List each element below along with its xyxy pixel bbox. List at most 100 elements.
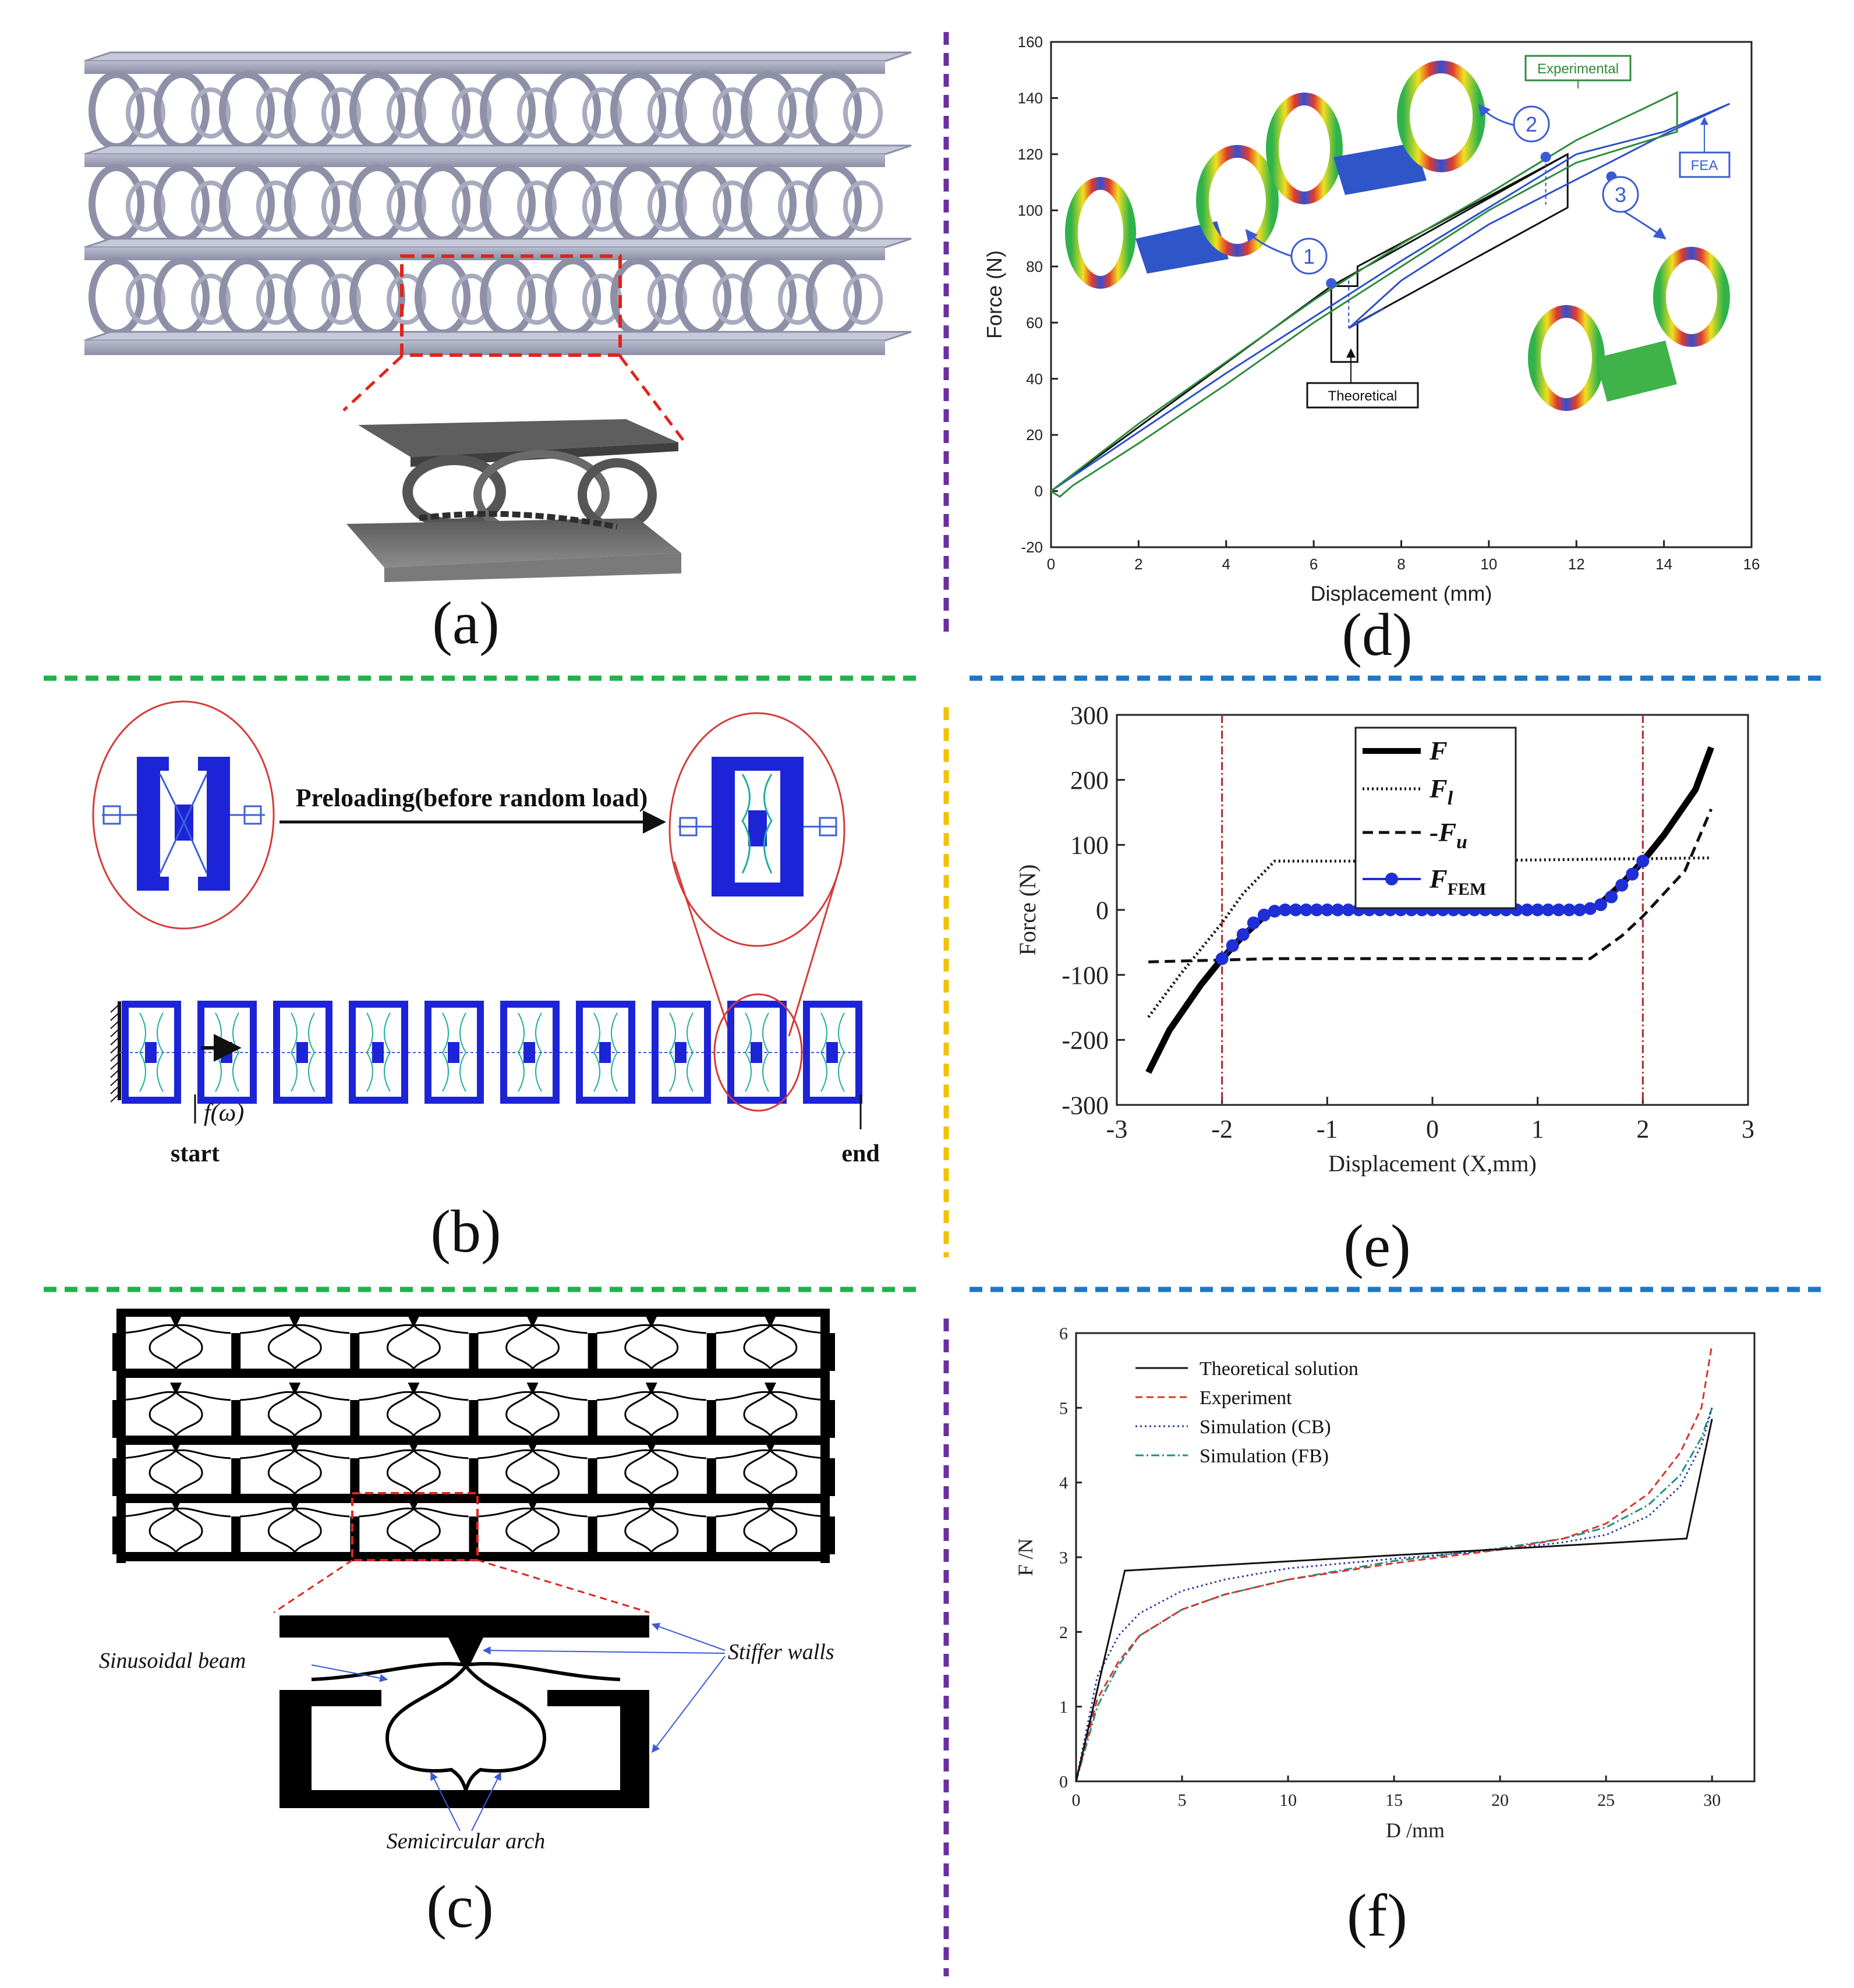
y-tick-label: -20 <box>1021 538 1043 556</box>
fem-point <box>1562 903 1576 916</box>
fem-point <box>1257 908 1271 922</box>
fem-point <box>1321 903 1334 916</box>
ring-inner-loop <box>517 180 557 232</box>
svg-text:3: 3 <box>1615 183 1626 207</box>
x-tick-label: 14 <box>1655 555 1672 573</box>
legend-label-experiment: Experiment <box>1200 1387 1292 1409</box>
fem-point <box>1594 898 1608 912</box>
panel-b-letter: (b) <box>430 1198 501 1265</box>
fem-point <box>1541 903 1555 916</box>
state-point-1 <box>1326 278 1337 289</box>
x-tick-label: 0 <box>1047 555 1055 573</box>
fem-point <box>1226 939 1239 952</box>
fea-inset-1 <box>1065 145 1279 289</box>
fem-point <box>1215 952 1229 965</box>
fem-point <box>1279 903 1292 916</box>
x-tick-label: 1 <box>1531 1115 1544 1143</box>
lattice-cell <box>121 1441 231 1496</box>
plot-f-series <box>1075 1344 1713 1782</box>
ring-inner-loop <box>126 274 165 325</box>
y-axis-label: Force (N) <box>1014 864 1041 956</box>
x-tick-label: 10 <box>1480 555 1497 573</box>
lattice-cell <box>359 1499 469 1554</box>
plot-f-legend: Theoretical solution Experiment Simulati… <box>1135 1358 1358 1467</box>
series-experiment <box>1075 1344 1713 1782</box>
x-tick-label: -2 <box>1211 1115 1233 1143</box>
fem-point <box>1310 903 1324 916</box>
ring-inner-loop <box>321 180 361 232</box>
y-tick-label: 4 <box>1059 1473 1068 1493</box>
fem-point <box>1626 867 1639 881</box>
x-tick-label: 30 <box>1703 1791 1721 1810</box>
ring-inner-loop <box>321 274 361 325</box>
stiffer-walls-label: Stiffer walls <box>728 1640 834 1664</box>
ring-inner-loop <box>843 274 883 325</box>
y-tick-label: 300 <box>1070 701 1109 729</box>
fem-point <box>1584 902 1597 915</box>
x-tick-label: 25 <box>1597 1791 1615 1810</box>
x-axis-label: Displacement (X,mm) <box>1328 1150 1537 1177</box>
ring-inner-loop <box>843 180 883 232</box>
fem-point <box>1247 916 1260 930</box>
stacked-ring-structure <box>84 51 912 355</box>
x-tick-label: 20 <box>1491 1791 1509 1810</box>
panel-d-letter: (d) <box>1342 601 1412 668</box>
fem-point <box>1531 903 1544 916</box>
ring-inner-loop <box>778 274 818 325</box>
svg-text:Theoretical: Theoretical <box>1328 388 1397 404</box>
ring-inner-loop <box>648 274 687 325</box>
x-tick-label: 2 <box>1636 1115 1649 1143</box>
fem-point <box>1268 905 1281 918</box>
theoretical-callout: Theoretical <box>1306 348 1419 409</box>
lattice-cell <box>715 1316 826 1370</box>
y-tick-label: 80 <box>1026 258 1043 275</box>
ring-inner-loop <box>387 180 426 232</box>
panel-f-letter: (f) <box>1347 1882 1407 1949</box>
y-tick-label: 200 <box>1070 766 1109 795</box>
lattice-cell <box>359 1383 469 1437</box>
y-tick-label: 0 <box>1096 896 1109 924</box>
ring-inner-loop <box>126 180 165 232</box>
ring-inner-loop <box>517 274 557 325</box>
chain-zoom-circle <box>713 993 803 1112</box>
chain-unit-cell <box>349 1001 408 1104</box>
series-simulation-cb <box>1075 1407 1713 1782</box>
y-tick-label: 120 <box>1018 146 1043 163</box>
lattice-cell <box>596 1441 706 1496</box>
y-tick-label: 100 <box>1018 201 1043 219</box>
ring-inner-loop <box>387 274 426 325</box>
fea-callout: FEA <box>1679 116 1731 178</box>
plot-e-legend: F Fl -Fu FFEM <box>1354 727 1517 909</box>
unit-cell-before-zoom <box>92 700 275 930</box>
ring-inner-loop <box>321 87 361 139</box>
panel-c-illustration: Sinusoidal beam Stiffer walls Semicircul… <box>99 1309 835 1940</box>
panel-a-illustration: (a) <box>84 51 912 657</box>
lattice-cell <box>121 1383 231 1437</box>
y-tick-label: 2 <box>1059 1623 1068 1642</box>
ring-row-2 <box>89 164 883 243</box>
panel-b-illustration: Preloading(before random load) f(ω) star… <box>92 700 880 1265</box>
lattice-cell <box>715 1499 826 1554</box>
chain-unit-cell <box>652 1001 711 1104</box>
fem-point <box>1552 903 1565 916</box>
x-tick-label: 2 <box>1134 555 1142 573</box>
ring-inner-loop <box>452 180 491 232</box>
x-tick-label: 12 <box>1568 555 1585 573</box>
ring-inner-loop <box>256 180 296 232</box>
lattice-cell <box>121 1316 231 1370</box>
lattice-cell <box>477 1383 588 1437</box>
chain-unit-cell <box>500 1001 560 1104</box>
ring-inner-loop <box>648 180 687 232</box>
y-tick-label: 100 <box>1070 831 1109 860</box>
panel-c-letter: (c) <box>426 1873 493 1940</box>
lattice-cell <box>596 1383 706 1437</box>
fem-point <box>1300 903 1313 916</box>
lattice-wall <box>116 1369 830 1378</box>
chain-unit-cell <box>273 1001 332 1104</box>
dividers <box>44 32 1828 1976</box>
